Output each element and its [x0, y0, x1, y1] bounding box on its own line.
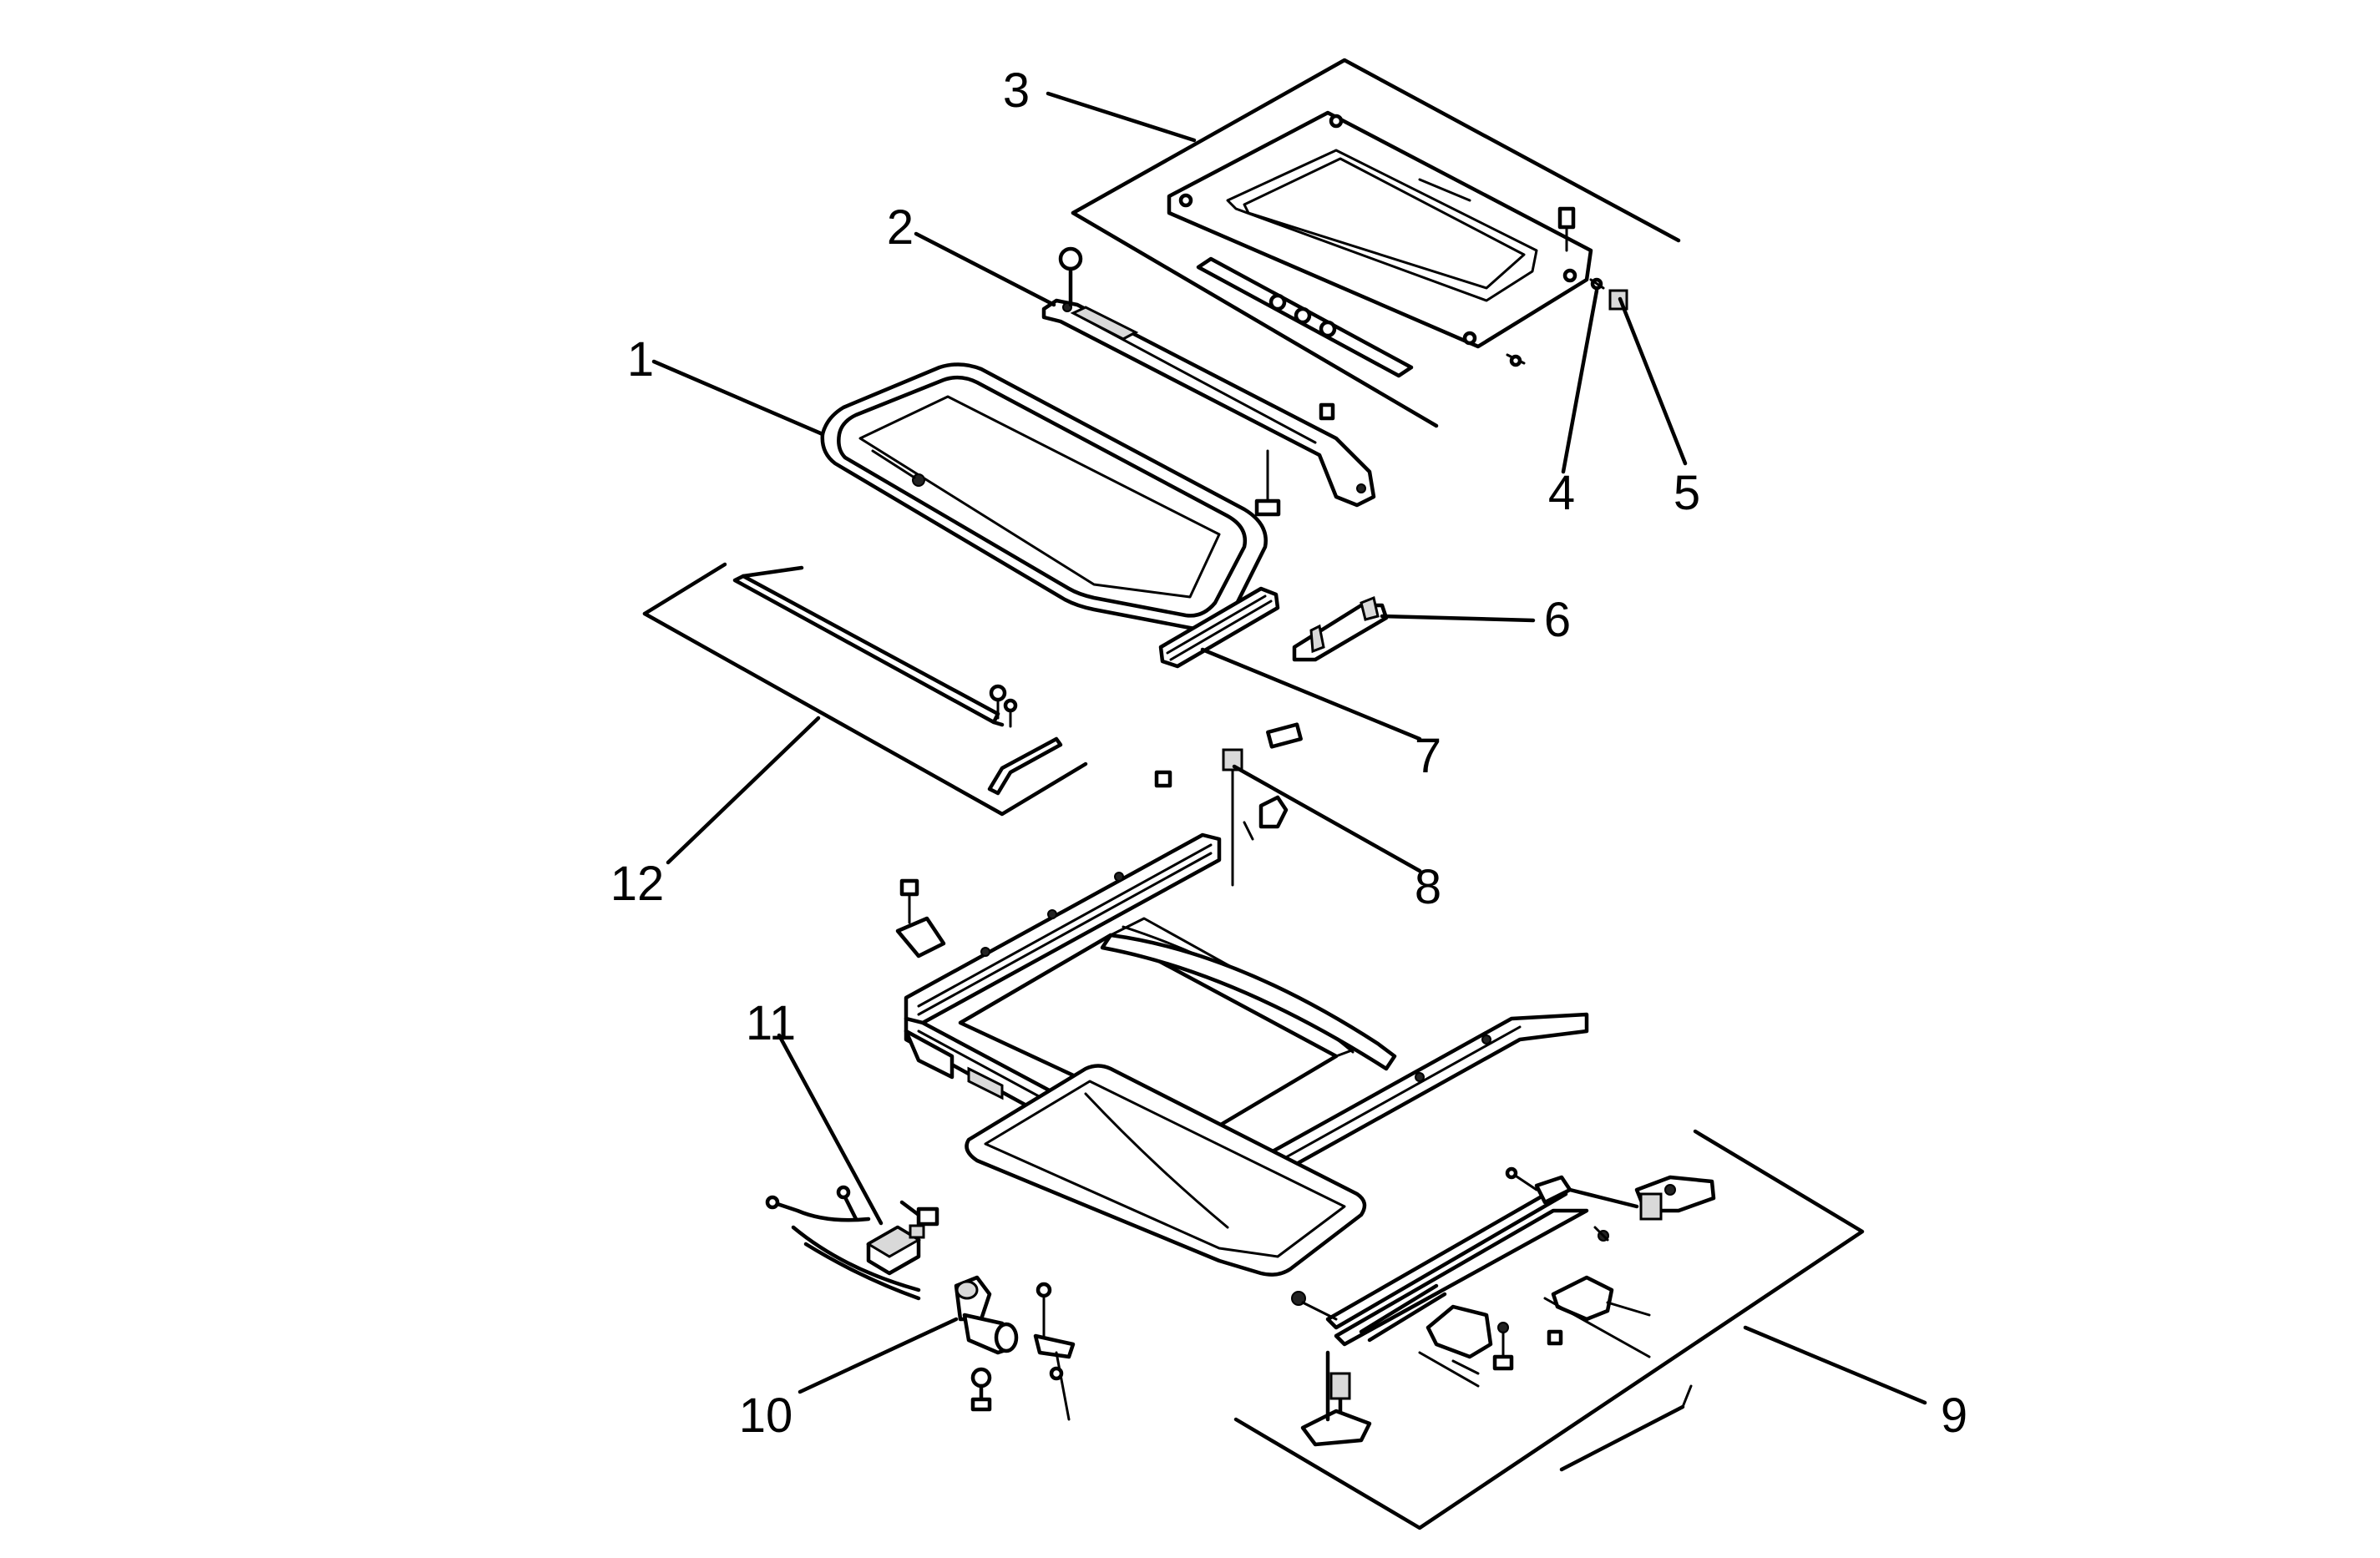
frame-drain-tray	[965, 1064, 1367, 1277]
callout-11: 11	[746, 996, 796, 1050]
part-3-trim-panel	[1071, 58, 1681, 428]
part-8-hardware	[1154, 722, 1303, 887]
part-9-mechanism-assembly	[1233, 1129, 1865, 1530]
callout-1: 1	[627, 332, 654, 387]
callout-9: 9	[1941, 1389, 1967, 1443]
part-7-seal-strip	[1158, 586, 1280, 669]
callout-5: 5	[1674, 466, 1700, 520]
callout-10: 10	[739, 1389, 793, 1443]
part-6-bracket	[1292, 595, 1389, 662]
part-10-motor	[954, 1275, 1076, 1421]
callouts: 3 2 1 4 5 6 7 8 9 10 11 12	[610, 63, 1967, 1443]
callout-3: 3	[1003, 63, 1030, 118]
callout-8: 8	[1415, 860, 1441, 914]
part-1-glass-panel	[820, 362, 1268, 631]
part-2-front-trim	[1041, 246, 1376, 517]
part-11-module-harness	[765, 1185, 939, 1301]
part-12-guide-rod-assembly	[642, 562, 1088, 817]
callout-4: 4	[1548, 466, 1575, 520]
callout-2: 2	[887, 200, 914, 255]
part-4-fastener	[1589, 277, 1605, 291]
callout-12: 12	[610, 857, 665, 911]
callout-7: 7	[1415, 729, 1441, 783]
leader-lines	[651, 91, 1927, 1405]
callout-6: 6	[1544, 593, 1571, 647]
